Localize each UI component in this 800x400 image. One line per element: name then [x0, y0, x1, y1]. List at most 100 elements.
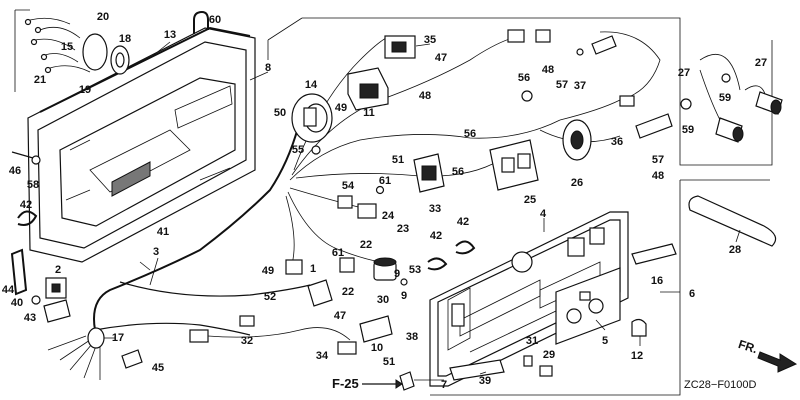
callout-c1: 1	[310, 263, 316, 275]
callout-c53: 53	[409, 264, 421, 276]
callout-c41: 41	[157, 226, 169, 238]
callout-c32: 32	[241, 335, 253, 347]
callout-c59a: 59	[719, 92, 731, 104]
callout-c49b: 49	[262, 265, 274, 277]
left-bracket-parts	[10, 248, 71, 323]
callout-c40: 40	[11, 297, 23, 309]
control-box-housing	[27, 27, 256, 263]
callout-c55: 55	[292, 144, 304, 156]
drawing-code: ZC28−F0100D	[684, 379, 757, 391]
callout-c61b: 61	[332, 247, 344, 259]
callout-c31: 31	[526, 335, 538, 347]
clamp-42b	[455, 240, 476, 255]
part-22a	[339, 257, 355, 273]
callout-c23: 23	[397, 223, 409, 235]
washer-58	[31, 155, 41, 165]
round-meter	[291, 93, 333, 143]
callout-c34: 34	[316, 350, 329, 362]
grommet-cluster	[24, 17, 130, 75]
direction-label: FR.	[737, 337, 760, 356]
callout-c25: 25	[524, 194, 536, 206]
callout-c30: 30	[377, 294, 389, 306]
knob-12	[631, 318, 647, 337]
bolt-53	[400, 278, 408, 286]
probe-28	[688, 195, 777, 247]
bracket-10	[359, 315, 393, 343]
screw-7	[399, 371, 415, 391]
part-45	[121, 349, 143, 369]
fig-reference-label: F-25	[332, 376, 359, 391]
callout-c61a: 61	[379, 175, 391, 187]
fig-reference-arrowhead	[395, 379, 403, 389]
callout-c9: 9	[394, 268, 400, 280]
callout-c56c: 56	[452, 166, 464, 178]
callout-c51b: 51	[383, 356, 395, 368]
grommet-56	[521, 90, 533, 102]
leader-lines	[104, 41, 741, 381]
screw-61	[375, 185, 385, 195]
callout-c59b: 59	[682, 124, 694, 136]
relay-box	[347, 67, 389, 111]
callout-c6: 6	[689, 288, 695, 300]
gasket-strip	[39, 26, 251, 113]
callout-c38: 38	[406, 331, 418, 343]
part-31	[523, 355, 533, 367]
callout-c22a: 22	[360, 239, 372, 251]
assembly-frame	[267, 17, 681, 60]
callout-c37: 37	[574, 80, 586, 92]
callout-c21: 21	[34, 74, 46, 86]
callout-c50: 50	[274, 107, 286, 119]
callout-c42c: 42	[430, 230, 442, 242]
callout-c12: 12	[631, 350, 643, 362]
label-strip-16	[631, 243, 677, 265]
sensor-part	[619, 95, 673, 139]
plate-39	[449, 359, 505, 381]
callout-c29: 29	[543, 349, 555, 361]
callout-c49a: 49	[335, 102, 347, 114]
callout-c56a: 56	[518, 72, 530, 84]
harness-32	[189, 315, 351, 343]
callout-c57a: 57	[556, 79, 568, 91]
bracket-22b	[307, 279, 333, 307]
switch-part	[384, 35, 416, 59]
callout-c58: 58	[27, 179, 39, 191]
capacitor-30	[373, 257, 397, 281]
callout-c26: 26	[571, 177, 583, 189]
callout-c28: 28	[729, 244, 741, 256]
bracket-left	[14, 9, 30, 92]
callout-c2: 2	[55, 264, 61, 276]
callout-c48b: 48	[542, 64, 554, 76]
part-54	[337, 195, 353, 209]
part-29	[539, 365, 553, 377]
callout-c27a: 27	[678, 67, 690, 79]
callout-c56b: 56	[464, 128, 476, 140]
callout-c4: 4	[540, 208, 547, 220]
hook-part	[193, 10, 209, 34]
callout-c14: 14	[305, 79, 318, 91]
callout-c44: 44	[2, 284, 15, 296]
callout-c42b: 42	[457, 216, 469, 228]
callout-c5: 5	[602, 335, 608, 347]
outlet-plug-set	[680, 54, 783, 143]
callout-c54: 54	[342, 180, 355, 192]
callout-c24: 24	[382, 210, 395, 222]
wire-ends-17	[47, 335, 101, 380]
harness-branch	[94, 281, 311, 336]
connector-34	[337, 341, 357, 355]
callout-c60: 60	[209, 14, 221, 26]
callout-c7: 7	[441, 379, 447, 391]
callout-c35: 35	[424, 34, 436, 46]
breaker-26	[562, 119, 592, 161]
callout-c43: 43	[24, 312, 36, 324]
callout-c10: 10	[371, 342, 383, 354]
callout-c20: 20	[97, 11, 109, 23]
callout-c48a: 48	[419, 90, 431, 102]
callout-c33: 33	[429, 203, 441, 215]
boot-17	[87, 327, 105, 349]
callout-c8: 8	[265, 62, 271, 74]
callout-c15: 15	[61, 41, 73, 53]
callout-c48c: 48	[652, 170, 664, 182]
callout-c47: 47	[435, 52, 447, 64]
